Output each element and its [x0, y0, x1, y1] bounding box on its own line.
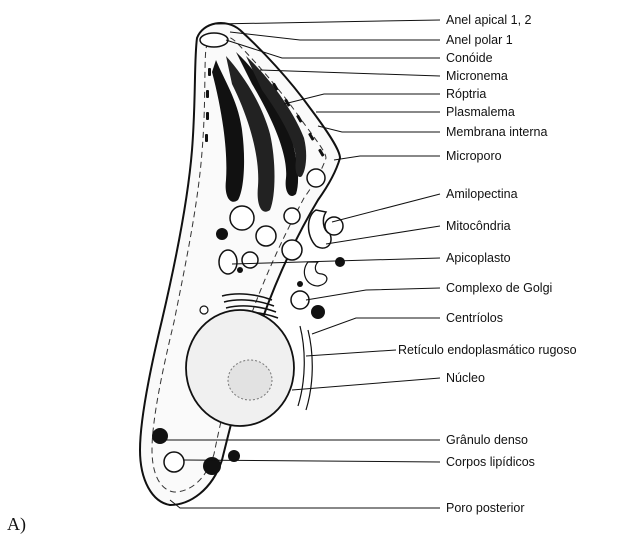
label-plasmalemma: Plasmalema	[446, 105, 515, 119]
label-apical-ring: Anel apical 1, 2	[446, 13, 532, 27]
lead-centrioles	[312, 318, 440, 334]
centriole	[200, 306, 208, 314]
lead-inner-membrane	[318, 126, 440, 132]
lead-posterior-pore	[170, 500, 440, 508]
label-polar-ring: Anel polar 1	[446, 33, 513, 47]
dense-granule-shape-3	[216, 228, 228, 240]
dense-granule-shape	[152, 428, 168, 444]
amylopectin-granule-3	[256, 226, 276, 246]
panel-letter: A)	[7, 514, 26, 535]
lead-nucleus	[292, 378, 440, 390]
label-micropore: Microporo	[446, 149, 502, 163]
amylopectin-granule-4	[284, 208, 300, 224]
label-posterior-pore: Poro posterior	[446, 501, 525, 515]
amylopectin-granule-6	[242, 252, 258, 268]
mitochondrion-shape-2	[304, 262, 327, 286]
label-nucleus: Núcleo	[446, 371, 485, 385]
label-dense-granule: Grânulo denso	[446, 433, 528, 447]
label-inner-membrane: Membrana interna	[446, 125, 547, 139]
lead-amylopectin	[332, 194, 440, 222]
apicoplast-shape	[219, 250, 237, 274]
label-rough-er: Retículo endoplasmático rugoso	[398, 343, 577, 357]
label-conoid: Conóide	[446, 51, 493, 65]
conoid-shape	[200, 33, 228, 47]
lead-microneme	[260, 70, 440, 76]
lead-rough-er	[306, 350, 396, 356]
amylopectin-granule-2	[230, 206, 254, 230]
label-centrioles: Centríolos	[446, 311, 503, 325]
amylopectin-granule-5	[282, 240, 302, 260]
label-rhoptry: Róptria	[446, 87, 486, 101]
rough-er-lines	[298, 326, 312, 410]
label-microneme: Micronema	[446, 69, 508, 83]
lead-micropore	[334, 156, 440, 160]
nucleolus-shape	[228, 360, 272, 400]
lead-rhoptry	[284, 94, 440, 104]
label-golgi: Complexo de Golgi	[446, 281, 552, 295]
lipid-body-shape-2	[237, 267, 243, 273]
lead-polar-ring	[230, 32, 440, 40]
label-lipid-bodies: Corpos lipídicos	[446, 455, 535, 469]
amylopectin-granule-1	[307, 169, 325, 187]
label-apicoplast: Apicoplasto	[446, 251, 511, 265]
label-amylopectin: Amilopectina	[446, 187, 518, 201]
lipid-body-shape	[164, 452, 184, 472]
label-mitochondrion: Mitocôndria	[446, 219, 511, 233]
lead-apical-ring	[216, 20, 440, 24]
dense-granule-shape-2	[311, 305, 325, 319]
lipid-body-shape-3	[297, 281, 303, 287]
lead-golgi	[306, 288, 440, 300]
dense-granule-shape-4	[335, 257, 345, 267]
